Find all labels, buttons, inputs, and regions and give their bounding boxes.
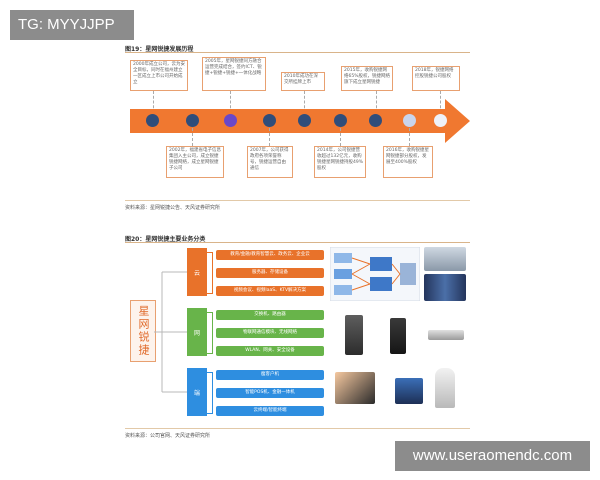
network-item-3: WLAN、网关、安全设备 xyxy=(216,346,324,356)
thin-client-image xyxy=(335,372,375,404)
timeline-dot xyxy=(434,114,447,127)
timeline-dot xyxy=(334,114,347,127)
watermark-bottom-right: www.useraomendc.com xyxy=(395,441,590,471)
connector xyxy=(376,91,377,113)
figure19-top-rule xyxy=(125,52,470,53)
timeline-event-2007: 2007年，公司获得政府各项荣誉称号，锐捷运营自由通信 xyxy=(247,146,293,178)
router-image xyxy=(390,318,406,354)
network-switch-image xyxy=(428,330,464,340)
cloud-item-3: 视频会议、视频IaaS、KTV解决方案 xyxy=(216,286,324,296)
figure20-title: 图20：星网锐捷主要业务分类 xyxy=(125,236,206,243)
category-network: 网 xyxy=(187,308,207,356)
connector xyxy=(192,128,193,146)
watermark-top-left: TG: MYYJJPP xyxy=(10,10,134,40)
figure20-bottom-rule xyxy=(125,428,470,429)
terminal-item-2: 智能POS机、金融一体机 xyxy=(216,388,324,398)
timeline-dot xyxy=(403,114,416,127)
timeline-dot xyxy=(263,114,276,127)
group-network-bracket xyxy=(207,312,213,354)
timeline-dot xyxy=(146,114,159,127)
pos-terminal-image xyxy=(395,378,423,404)
cloud-architecture-diagram xyxy=(330,247,420,301)
group-cloud-bracket xyxy=(207,252,213,294)
network-item-1: 交换机、路由器 xyxy=(216,310,324,320)
timeline-event-2014: 2014年，公司锐捷营收超过132亿元，收购锐捷星网锐捷持股49%股权 xyxy=(314,146,366,178)
timeline-event-2010: 2010年成功在深交所挂牌上市 xyxy=(281,72,325,91)
connector xyxy=(409,128,410,146)
company-box: 星网锐捷 xyxy=(130,300,156,362)
network-item-2: 物联网通信模块、无线网络 xyxy=(216,328,324,338)
timeline-dot xyxy=(224,114,237,127)
timeline-dot xyxy=(186,114,199,127)
connector xyxy=(340,128,341,146)
cloud-item-1: 教育/金融/教育智慧云、政务云、企业云 xyxy=(216,250,324,260)
timeline-event-2005: 2005年，星网锐捷同方融合运营完成结合，签约ICT、锐捷+锐捷+锐捷+一体化战… xyxy=(202,57,266,91)
timeline-event-2002: 2002年，福建省电子信息集团入主公司，成立锐捷锐捷网络，成立星网锐捷子公司 xyxy=(166,146,224,178)
timeline-event-2018: 2018年，锐捷网络控股锐捷公司股权 xyxy=(412,66,460,91)
timeline-dot xyxy=(298,114,311,127)
terminal-item-1: 瘦客户机 xyxy=(216,370,324,380)
group-terminal-bracket xyxy=(207,372,213,414)
robot-terminal-image xyxy=(435,368,455,408)
connector xyxy=(440,91,441,113)
timeline-event-2000: 2000年成立公司，云为安全目标，同时在福州建立一区成立上市公司开始成立 xyxy=(130,60,188,91)
terminal-item-3: 云终端/智能终端 xyxy=(216,406,324,416)
category-cloud: 云 xyxy=(187,248,207,296)
figure19-bottom-rule xyxy=(125,200,470,201)
meeting-room-image xyxy=(424,247,466,271)
timeline-dot xyxy=(369,114,382,127)
figure19-title: 图19：星网锐捷发展历程 xyxy=(125,46,194,53)
figure20-source: 资料来源：公司官网、天风证券研究所 xyxy=(125,433,211,439)
tree-brackets xyxy=(154,271,190,393)
connector xyxy=(153,91,154,113)
figure19-source: 资料来源：星网锐捷公告、天风证券研究所 xyxy=(125,205,221,211)
timeline-event-2016: 2016年，收购锐捷星网锐捷部分股权，发展至400%股权 xyxy=(383,146,433,178)
category-terminal: 端 xyxy=(187,368,207,416)
switch-rack-image xyxy=(345,315,363,355)
connector xyxy=(230,91,231,113)
timeline-event-2015: 2015年，收购锐捷网络65%股权，锐捷网络旗下成立星网锐捷 xyxy=(341,66,393,91)
datacenter-image xyxy=(424,274,466,301)
connector xyxy=(304,91,305,113)
cloud-item-2: 服务器、存储设备 xyxy=(216,268,324,278)
company-name: 星网锐捷 xyxy=(137,305,150,357)
connector xyxy=(269,128,270,146)
figure20-top-rule xyxy=(125,242,470,243)
